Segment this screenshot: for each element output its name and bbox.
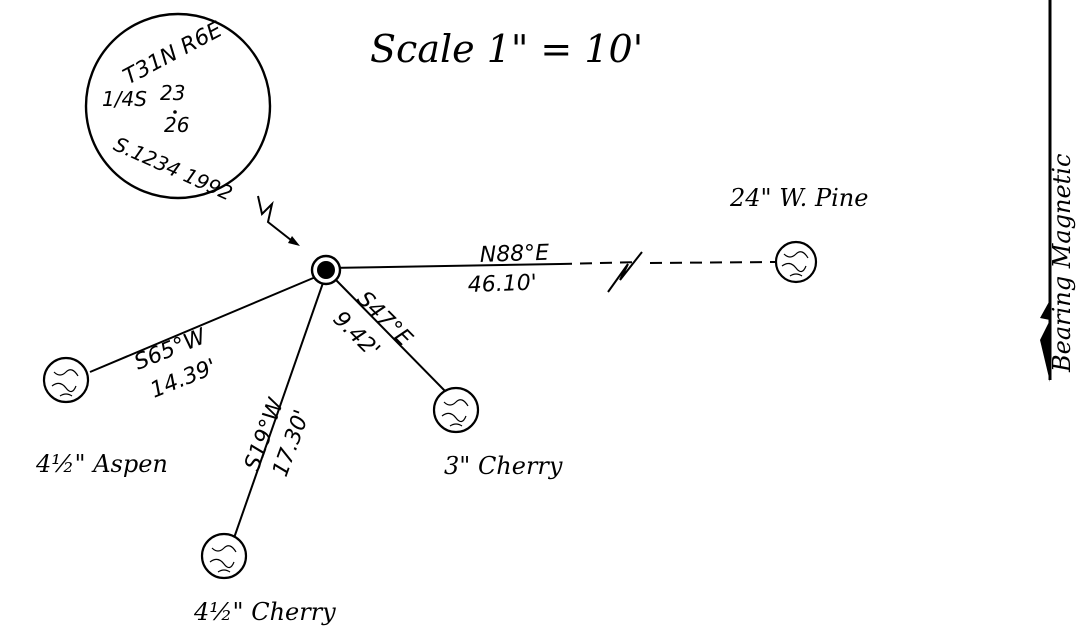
north-arrow: Bearing Magnetic	[1040, 0, 1076, 382]
bearing-line-east-dashed	[559, 261, 641, 265]
corner-tag-dot	[173, 110, 177, 114]
scale-label: Scale 1" = 10'	[370, 27, 643, 71]
bearing-line-southeast	[335, 279, 447, 393]
tree-pine	[774, 240, 818, 284]
corner-pointer-arrowhead	[288, 236, 300, 246]
tree-cherry-large-label: 4½" Cherry	[193, 598, 336, 626]
corner-monument	[310, 254, 342, 286]
tree-cherry-large	[200, 532, 248, 580]
tree-aspen	[42, 356, 90, 404]
tree-aspen-label: 4½" Aspen	[35, 450, 168, 478]
corner-tag-circle	[84, 12, 272, 200]
corner-tag-section-23: 23	[160, 81, 185, 105]
bearing-line-east-dashed-2	[649, 261, 777, 264]
distance-east: 46.10'	[467, 271, 537, 298]
tree-pine-label: 24" W. Pine	[729, 184, 868, 212]
corner-tag-quarter-section: 1/4S	[102, 87, 147, 111]
bearing-line-south	[233, 279, 325, 539]
bearing-east: N88°E	[479, 241, 549, 268]
break-symbol	[607, 251, 643, 293]
tree-cherry-small	[432, 386, 480, 434]
bearing-line-east	[327, 263, 561, 269]
corner-tag: T31N R6E 1/4S 23 26 S.1234 1992	[84, 12, 272, 206]
corner-tag-section-26: 26	[164, 113, 189, 137]
bearing-line-west	[89, 275, 319, 373]
corner-pointer	[257, 195, 297, 245]
tree-cherry-small-label: 3" Cherry	[444, 452, 563, 480]
north-arrow-label: Bearing Magnetic	[1048, 154, 1076, 373]
